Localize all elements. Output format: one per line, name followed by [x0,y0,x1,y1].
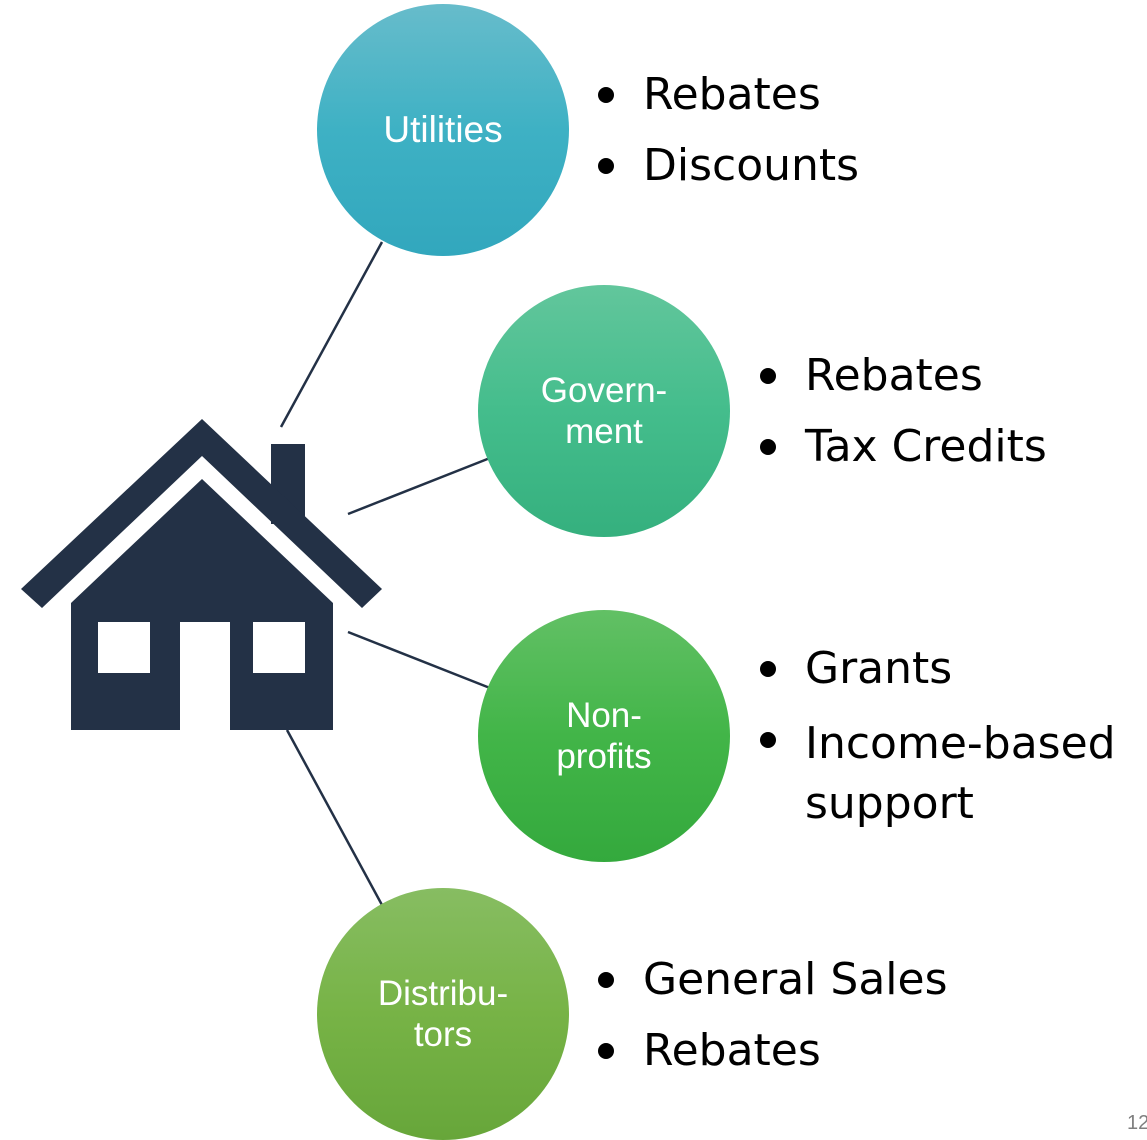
distributors-label-line1: Distribu- [377,973,509,1013]
government-label-line2: ment [565,412,643,451]
utilities-label: Utilities [383,109,503,151]
connector-nonprofits [347,630,491,690]
nonprofits-label-line2: profits [556,737,652,776]
list-item: Rebates [598,69,859,121]
utilities-circle: Utilities [317,4,569,256]
distributors-circle: Distribu- tors [317,888,569,1140]
house-roof [21,419,382,608]
bullet-dot [598,972,614,988]
list-item: Grants [760,643,1145,695]
bullet-dot [598,158,614,174]
government-label-line1: Govern- [540,370,668,410]
bullet-dot [760,732,776,748]
distributors-bullet-list: General Sales Rebates [598,954,948,1096]
bullet-dot [598,1043,614,1059]
house-body [71,479,333,730]
distributors-label-line2: tors [413,1015,473,1054]
house-icon [21,419,382,730]
utilities-bullet-list: Rebates Discounts [598,69,859,211]
list-item: Income-based support [760,714,1145,834]
government-bullet-list: Rebates Tax Credits [760,350,1047,492]
bullet-text: Discounts [643,140,860,191]
bullet-text: Income-based support [805,718,1116,829]
bullet-text: General Sales [643,954,948,1005]
connector-distributors [285,729,384,906]
connector-utilities [279,241,384,428]
bullet-text: Rebates [643,69,821,120]
nonprofits-circle: Non- profits [478,610,730,862]
bullet-dot [760,368,776,384]
list-item: Rebates [760,350,1047,402]
list-item: Rebates [598,1025,948,1077]
government-circle: Govern- ment [478,285,730,537]
bullet-text: Rebates [805,350,983,401]
bullet-text: Tax Credits [805,421,1047,472]
page-number: 12 [1127,1112,1147,1134]
bullet-dot [760,439,776,455]
connector-government [347,456,491,516]
nonprofits-bullet-list: Grants Income-based support [760,643,1145,853]
nonprofits-label-line1: Non- [566,695,642,735]
bullet-text: Grants [805,643,953,694]
list-item: Tax Credits [760,421,1047,473]
bullet-dot [760,661,776,677]
list-item: Discounts [598,140,859,192]
bullet-dot [598,87,614,103]
list-item: General Sales [598,954,948,1006]
bullet-text: Rebates [643,1025,821,1076]
